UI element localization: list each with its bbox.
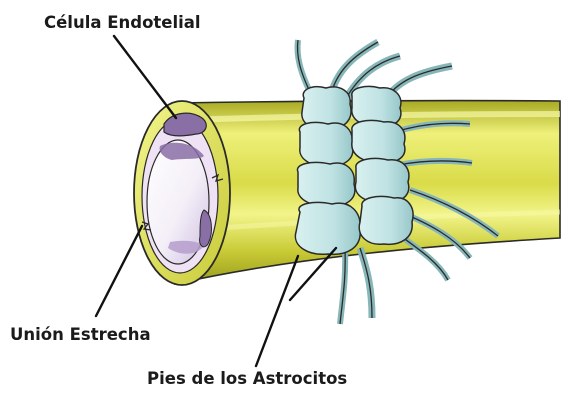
leader-astrocyte-feet-1 bbox=[256, 256, 298, 366]
label-astrocyte-feet: Pies de los Astrocitos bbox=[147, 369, 347, 388]
astrocyte-foot bbox=[299, 122, 353, 166]
label-tight-junction: Unión Estrecha bbox=[10, 325, 151, 344]
astrocyte-foot bbox=[352, 120, 405, 162]
label-endothelial-cell: Célula Endotelial bbox=[44, 13, 201, 32]
astrocyte-foot bbox=[295, 202, 360, 254]
astrocyte-foot bbox=[359, 196, 413, 244]
leader-tight-junction bbox=[96, 226, 142, 316]
vessel-cross-section bbox=[134, 101, 230, 285]
leader-endothelial-cell bbox=[114, 36, 176, 118]
astrocyte-foot bbox=[297, 162, 354, 206]
